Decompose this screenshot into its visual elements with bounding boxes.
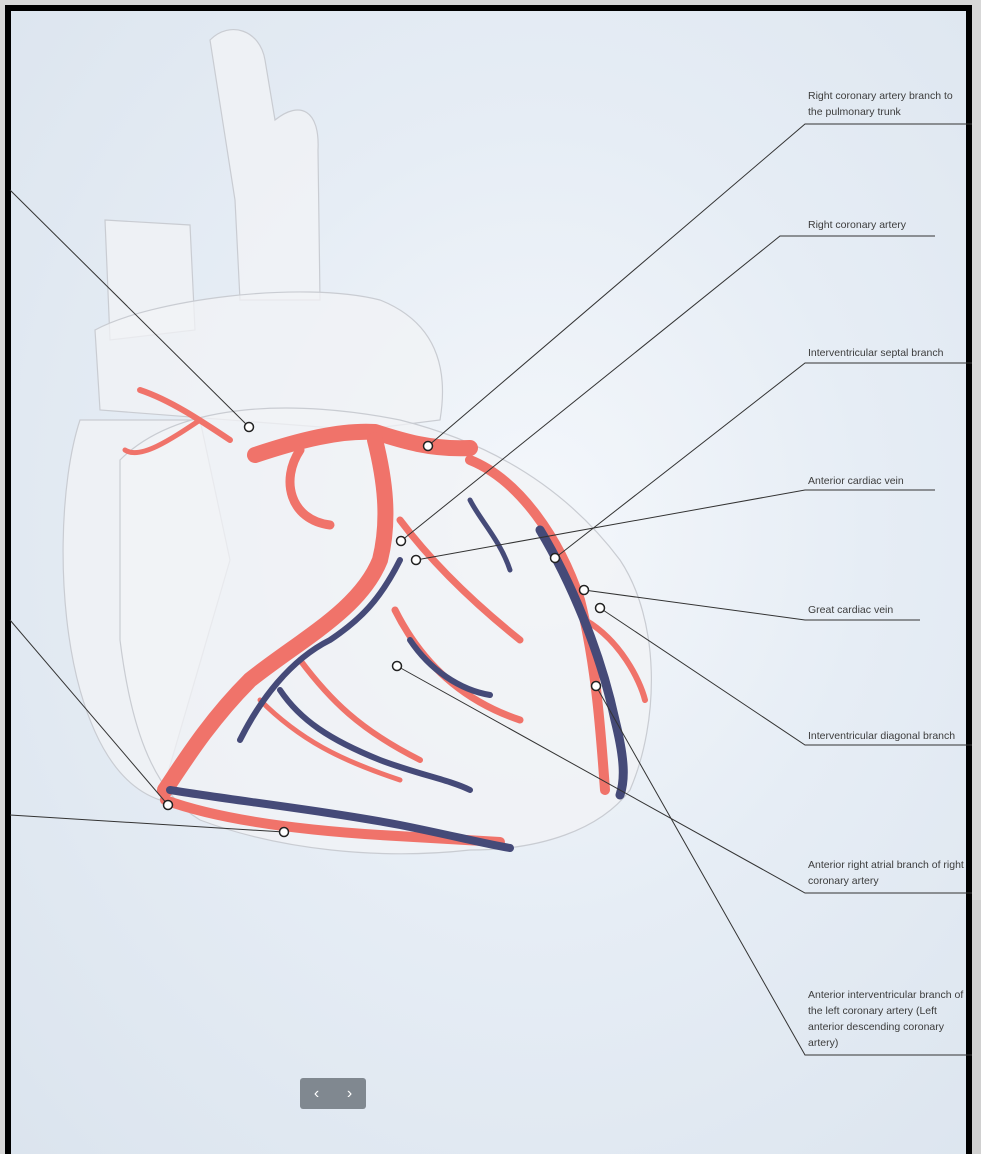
label-ant-right-atrial[interactable]: Anterior right atrial branch of right co… [808, 857, 970, 891]
label-rca-branch-pulmonary[interactable]: Right coronary artery branch to the pulm… [808, 88, 970, 122]
prev-arrow-button[interactable]: ‹ [302, 1085, 332, 1103]
label-great-cardiac-vein[interactable]: Great cardiac vein [808, 602, 893, 618]
heart-shell [63, 30, 651, 854]
label-lad[interactable]: Anterior interventricular branch of the … [808, 987, 970, 1053]
label-septal[interactable]: Interventricular septal branch [808, 345, 970, 361]
next-arrow-button[interactable]: › [335, 1085, 365, 1103]
carousel-nav: ‹ › [300, 1078, 366, 1109]
label-ant-cardiac-vein[interactable]: Anterior cardiac vein [808, 473, 904, 489]
label-rca[interactable]: Right coronary artery [808, 217, 906, 233]
label-diagonal[interactable]: Interventricular diagonal branch [808, 728, 970, 744]
aorta [210, 30, 320, 300]
